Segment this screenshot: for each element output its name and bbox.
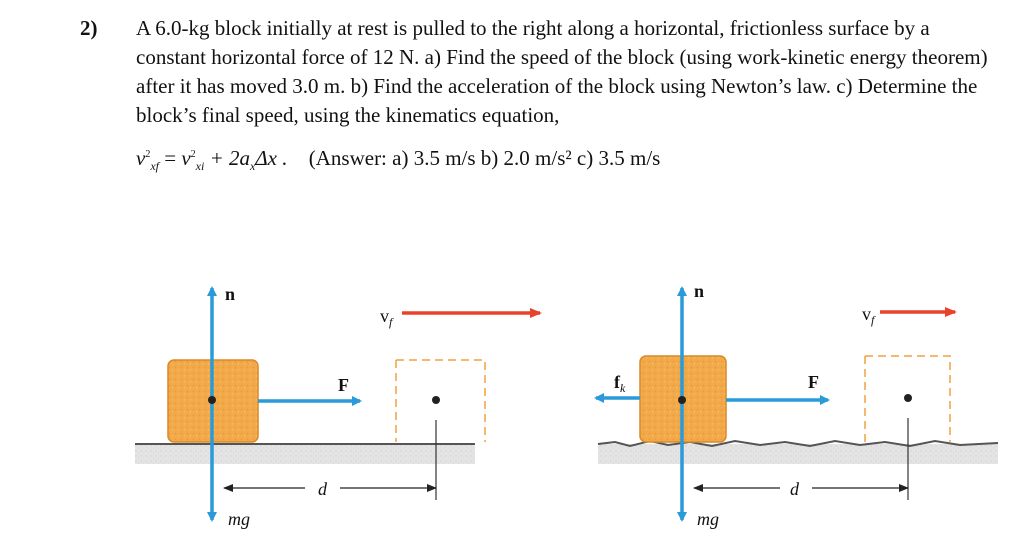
eq-rhs-sub: xi bbox=[195, 159, 205, 174]
velocity-label: vf bbox=[380, 306, 394, 329]
eq-rhs-sup: 2 bbox=[190, 149, 196, 160]
eq-lhs-sub: xf bbox=[150, 159, 159, 174]
block-center-dot bbox=[678, 396, 686, 404]
force-label: F bbox=[808, 372, 819, 392]
friction-label: fk bbox=[614, 372, 626, 395]
weight-label: mg bbox=[697, 509, 719, 529]
eq-lhs: v bbox=[136, 146, 146, 170]
diagram-right: n mg F fk vf d bbox=[594, 281, 999, 529]
final-position-dashed-box bbox=[395, 359, 486, 442]
ground-surface bbox=[135, 444, 475, 464]
final-position-dashed-box bbox=[864, 355, 951, 442]
block-center-dot bbox=[208, 396, 216, 404]
distance-label: d bbox=[790, 479, 800, 499]
answer-text: (Answer: a) 3.5 m/s b) 2.0 m/s² c) 3.5 m… bbox=[308, 146, 661, 170]
normal-label: n bbox=[225, 284, 235, 304]
eq-term: + 2a bbox=[209, 146, 251, 170]
force-label: F bbox=[338, 375, 349, 395]
eq-term-sub: x bbox=[250, 159, 256, 174]
diagram-left: n mg F vf d bbox=[135, 284, 542, 529]
equation-line: v2xf = v2xi + 2axΔx . (Answer: a) 3.5 m/… bbox=[136, 146, 661, 174]
problem-text: A 6.0-kg block initially at rest is pull… bbox=[136, 16, 988, 127]
eq-rhs-v: v bbox=[181, 146, 191, 170]
weight-label: mg bbox=[228, 509, 250, 529]
final-position-dot bbox=[432, 396, 440, 404]
velocity-label: vf bbox=[862, 304, 876, 327]
eq-lhs-sup: 2 bbox=[145, 149, 151, 160]
eq-tail: Δx . bbox=[255, 146, 288, 170]
final-position-dot bbox=[904, 394, 912, 402]
problem-number: 2) bbox=[80, 16, 98, 40]
normal-label: n bbox=[694, 281, 704, 301]
distance-label: d bbox=[318, 479, 328, 499]
ground-surface bbox=[598, 444, 998, 464]
